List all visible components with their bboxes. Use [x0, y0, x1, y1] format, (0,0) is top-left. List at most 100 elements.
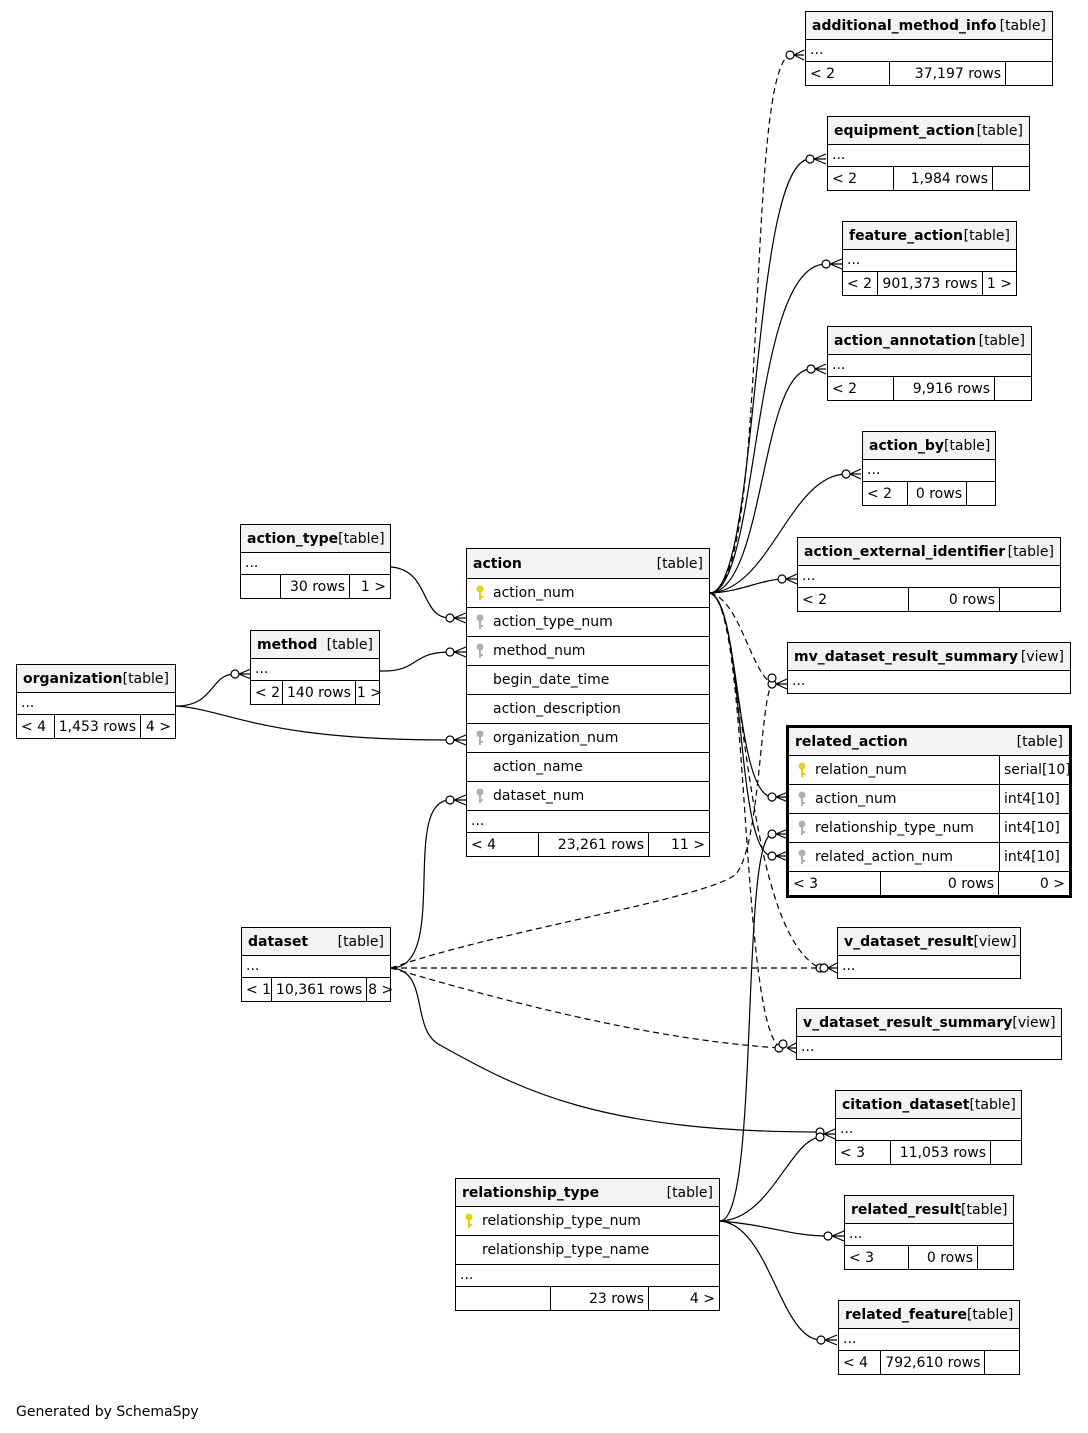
children-count[interactable]: 1 >	[360, 578, 386, 595]
children-count[interactable]: 8 >	[368, 981, 394, 998]
table-name: action_type	[247, 530, 339, 547]
table-name: additional_method_info	[812, 17, 997, 34]
children-count[interactable]: 4 >	[689, 1290, 715, 1307]
column-name: organization_num	[493, 730, 619, 746]
column-name: method_num	[493, 643, 586, 659]
parents-count[interactable]: < 3	[789, 872, 881, 895]
edge-dataset-mv_dataset	[390, 683, 773, 969]
children-count[interactable]	[1006, 62, 1052, 85]
edge-action_type-action	[390, 566, 451, 619]
edge-relationship_type-related_action	[719, 833, 773, 1222]
column-row[interactable]: organization_num	[467, 724, 709, 753]
column-name: relationship_type_name	[482, 1242, 650, 1258]
parents-count[interactable]: < 2	[828, 377, 894, 400]
parents-count[interactable]: < 2	[798, 588, 909, 611]
table-kind: [table]	[976, 122, 1023, 139]
parents-count[interactable]: < 2	[251, 681, 283, 704]
foreign-key-icon	[475, 730, 485, 746]
parents-count[interactable]: < 2	[863, 482, 908, 505]
edge-dataset-action	[390, 799, 451, 969]
column-row[interactable]: action_type_num	[467, 608, 709, 637]
parents-count[interactable]: < 1	[242, 978, 272, 1001]
table-name: related_result	[851, 1201, 962, 1218]
edge-action-equipment_action	[709, 158, 811, 594]
table-kind: [table]	[326, 636, 373, 653]
table-name: v_dataset_result	[844, 933, 974, 950]
column-row[interactable]: relationship_type_name	[456, 1236, 719, 1265]
column-row[interactable]: action_name	[467, 753, 709, 782]
table-action[interactable]: action[table] action_num action_type_num…	[466, 548, 710, 857]
children-count[interactable]: 4 >	[145, 718, 171, 735]
edge-action-mv_dataset	[709, 592, 773, 685]
column-name: action_description	[493, 701, 621, 717]
column-row[interactable]: action_description	[467, 695, 709, 724]
view-v_dataset_result_summary[interactable]: v_dataset_result_summary[view] ...	[796, 1008, 1062, 1060]
columns-ellipsis: ...	[801, 1039, 815, 1055]
parents-count[interactable]: < 4	[467, 833, 539, 856]
column-row[interactable]: dataset_num	[467, 782, 709, 811]
table-relationship_type[interactable]: relationship_type[table] relationship_ty…	[455, 1178, 720, 1311]
children-count[interactable]	[967, 482, 995, 505]
column-row[interactable]: begin_date_time	[467, 666, 709, 695]
table-kind: [table]	[969, 1096, 1016, 1113]
parents-count[interactable]: < 2	[843, 272, 879, 295]
children-count[interactable]	[993, 167, 1029, 190]
table-kind: [table]	[1007, 543, 1054, 560]
parents-count[interactable]	[241, 575, 281, 598]
parents-count[interactable]: < 3	[845, 1246, 909, 1269]
parents-count[interactable]: < 2	[828, 167, 894, 190]
row-count: 1,453 rows	[55, 715, 142, 738]
parents-count[interactable]: < 3	[836, 1141, 891, 1164]
columns-ellipsis: ...	[806, 40, 1052, 62]
row-count: 10,361 rows	[272, 978, 368, 1001]
edge-relationship_type-related_feature	[719, 1220, 822, 1341]
column-row[interactable]: action_num	[467, 579, 709, 608]
column-row[interactable]: method_num	[467, 637, 709, 666]
children-count[interactable]: 1 >	[986, 275, 1012, 292]
table-kind: [table]	[999, 17, 1046, 34]
parents-count[interactable]: < 2	[806, 62, 890, 85]
view-mv_dataset_result_summary[interactable]: mv_dataset_result_summary[view] ...	[787, 642, 1071, 694]
children-count[interactable]: 11 >	[671, 836, 705, 853]
children-count[interactable]: 1 >	[356, 684, 382, 701]
primary-key-icon	[464, 1213, 474, 1229]
foreign-key-icon	[475, 643, 485, 659]
children-count[interactable]	[978, 1246, 1013, 1269]
crowfoot-markers	[230, 49, 862, 1346]
edge-organization-action	[175, 705, 451, 741]
column-row[interactable]: relationship_type_num	[456, 1207, 719, 1236]
parents-count[interactable]: < 4	[839, 1351, 882, 1374]
table-action_external_identifier[interactable]: action_external_identifier[table] ... < …	[797, 537, 1061, 612]
children-count[interactable]	[1000, 588, 1060, 611]
children-count[interactable]: 0 >	[1039, 875, 1065, 892]
table-kind: [table]	[1016, 733, 1063, 750]
children-count[interactable]	[985, 1351, 1019, 1374]
row-count: 0 rows	[909, 588, 1000, 611]
table-kind: [table]	[961, 1201, 1008, 1218]
view-v_dataset_result[interactable]: v_dataset_result[view] ...	[837, 927, 1021, 979]
children-count[interactable]	[991, 1141, 1021, 1164]
parents-count[interactable]	[456, 1287, 551, 1310]
table-kind: [table]	[338, 530, 385, 547]
parents-count[interactable]: < 4	[17, 715, 55, 738]
column-name: action_type_num	[493, 614, 613, 630]
children-count[interactable]	[995, 377, 1031, 400]
